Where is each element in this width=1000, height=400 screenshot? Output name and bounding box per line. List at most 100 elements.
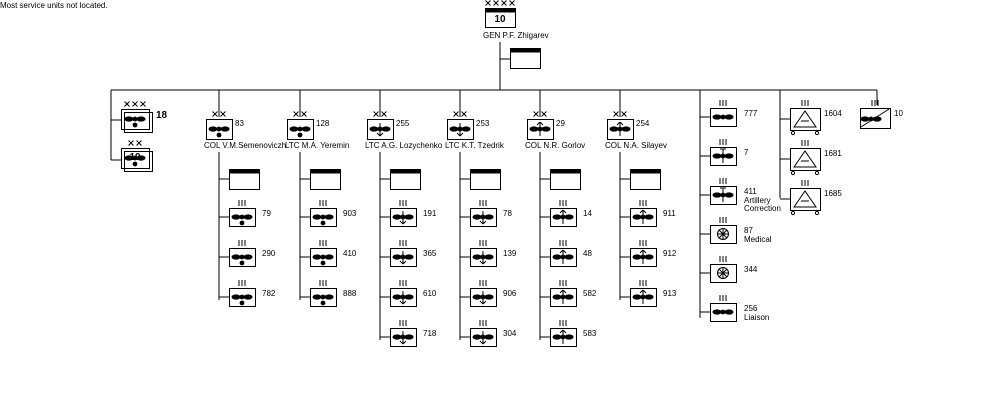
arrow-head xyxy=(642,249,647,254)
arrow-head xyxy=(376,132,381,137)
division-128-unit xyxy=(287,111,314,140)
division-29-staff-box xyxy=(550,169,581,190)
arrow-head xyxy=(402,340,407,345)
plane-symbol xyxy=(712,114,734,120)
division-29-commander: COL N.R. Gorlov xyxy=(525,141,585,150)
wheel xyxy=(790,130,796,136)
engineer-1681-number: 1681 xyxy=(824,149,842,158)
regiment-906-number: 906 xyxy=(503,289,517,298)
echelon-x xyxy=(136,140,142,146)
echelon-marker xyxy=(128,140,142,146)
army-commander: GEN P.F. Zhigarev xyxy=(483,31,549,40)
body xyxy=(868,116,874,122)
hq-bar xyxy=(229,169,260,174)
echelon-x xyxy=(541,111,547,117)
fighter-symbol xyxy=(632,289,654,304)
division-83-unit xyxy=(206,111,233,140)
regiment-290-unit xyxy=(229,240,256,267)
arrow-head xyxy=(402,300,407,305)
bomber-symbol xyxy=(231,254,253,266)
echelon-marker xyxy=(238,200,246,206)
regiment-365-number: 365 xyxy=(423,249,437,258)
body xyxy=(216,126,222,132)
separate-regiment-777-number: 777 xyxy=(744,109,758,118)
regiment-139-number: 139 xyxy=(503,249,517,258)
recon-symbol xyxy=(712,148,734,163)
echelon-marker xyxy=(319,280,327,286)
separate-regiment-777-unit xyxy=(710,100,737,127)
echelon-marker xyxy=(479,320,487,326)
arrow-head xyxy=(642,209,647,214)
bomb xyxy=(320,220,326,226)
bomb xyxy=(216,132,222,138)
regiment-582-number: 582 xyxy=(583,289,597,298)
fighter-symbol xyxy=(552,209,574,224)
arrow-head xyxy=(562,209,567,214)
signal-unit xyxy=(860,100,891,129)
regiment-903-unit xyxy=(310,200,337,227)
bomber-symbol xyxy=(124,116,146,128)
echelon-marker xyxy=(719,178,727,184)
hq-bar xyxy=(510,48,541,53)
regiment-610-unit xyxy=(390,280,417,307)
triangle-icon xyxy=(793,110,817,128)
regiment-582-unit xyxy=(550,280,577,307)
army-hq-unit xyxy=(485,0,516,28)
fighter-symbol xyxy=(632,249,654,264)
assault-symbol xyxy=(472,291,494,305)
wheel xyxy=(790,170,796,176)
wheel xyxy=(814,130,820,136)
arrow-head xyxy=(479,260,484,265)
cross xyxy=(718,268,728,278)
engineer-1604-number: 1604 xyxy=(824,109,842,118)
cross xyxy=(718,229,728,239)
regiment-903-number: 903 xyxy=(343,209,357,218)
bomb xyxy=(132,161,138,167)
body xyxy=(132,116,138,122)
arrow-head xyxy=(562,289,567,294)
arrow-head xyxy=(539,121,544,126)
body xyxy=(239,294,245,300)
echelon-marker xyxy=(801,100,809,106)
engineer-1685-number: 1685 xyxy=(824,189,842,198)
echelon-marker xyxy=(453,111,467,117)
assault-symbol xyxy=(392,331,414,345)
arrow-head xyxy=(616,121,621,126)
echelon-x xyxy=(128,140,134,146)
echelon-x xyxy=(493,0,499,6)
wheel xyxy=(790,210,796,216)
bomber-symbol xyxy=(124,155,146,167)
division-83-staff-box xyxy=(229,169,260,190)
arrow-head xyxy=(536,121,541,126)
regiment-78-number: 78 xyxy=(503,209,512,218)
bomber-symbol xyxy=(289,126,311,138)
unit-frame xyxy=(790,108,821,131)
division-255-number: 255 xyxy=(396,119,410,128)
echelon-x xyxy=(613,111,619,117)
echelon-x xyxy=(501,0,507,6)
body xyxy=(239,254,245,260)
bomber-symbol xyxy=(231,214,253,226)
bomb xyxy=(320,260,326,266)
regiment-718-number: 718 xyxy=(423,329,437,338)
assault-symbol xyxy=(392,251,414,265)
regiment-290-number: 290 xyxy=(262,249,276,258)
division-253-number: 253 xyxy=(476,119,490,128)
echelon-marker xyxy=(719,295,727,301)
assault-symbol xyxy=(472,211,494,225)
arrow-head xyxy=(479,300,484,305)
echelon-marker xyxy=(293,111,307,117)
regiment-14-number: 14 xyxy=(583,209,592,218)
arrow-head xyxy=(482,300,487,305)
echelon-marker xyxy=(639,240,647,246)
separate-regiment-87-role: Medical xyxy=(744,235,772,244)
echelon-marker xyxy=(485,0,515,6)
regiment-14-unit xyxy=(550,200,577,227)
engineer-1604-unit xyxy=(790,100,821,136)
division-128-staff-box xyxy=(310,169,341,190)
regiment-718-unit xyxy=(390,320,417,347)
echelon-marker xyxy=(719,139,727,145)
arrow-head xyxy=(559,329,564,334)
assault-symbol xyxy=(449,123,471,137)
separate-regiment-87-unit xyxy=(710,217,737,244)
